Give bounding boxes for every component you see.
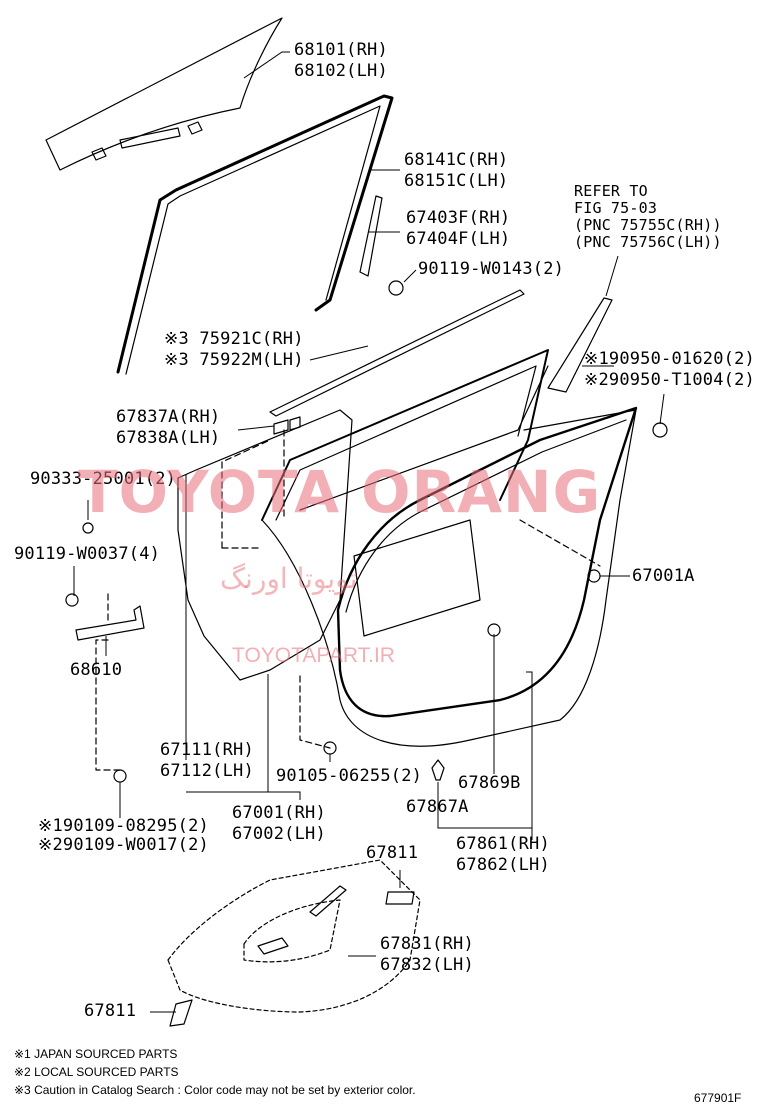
- refer-line-4: (PNC 75756C(LH)): [574, 233, 722, 251]
- clip-867-label: 67867A: [406, 797, 469, 817]
- door-rh-label: 67001(RH): [232, 803, 326, 823]
- frame-mold: [359, 195, 383, 277]
- seal-869-label: 67869B: [458, 773, 521, 793]
- tape-top-label: 67811: [366, 843, 419, 863]
- belt-mold-rh-label: ※3 75921C(RH): [164, 329, 304, 349]
- cushion-rh-label: 67837A(RH): [116, 407, 221, 427]
- belt-mold: [269, 289, 525, 417]
- hole-cover-rh-label: 67831(RH): [380, 934, 474, 954]
- check-label: 68610: [70, 660, 123, 680]
- plug-label: 90333-25001(2): [30, 469, 177, 489]
- rear-garnish: [547, 297, 613, 393]
- figure-number: 677901F: [694, 1091, 742, 1105]
- weatherstrip-label: 67001A: [632, 566, 695, 586]
- bolt-06255-label: 90105-06255(2): [276, 766, 423, 786]
- door-frame-upper: [261, 349, 549, 521]
- bolt-0037-label: 90119-W0037(4): [14, 544, 161, 564]
- refer-line-2: FIG 75-03: [574, 199, 658, 217]
- door-ws-rh-label: 67861(RH): [456, 834, 550, 854]
- clip-t1004-label: ※290950-T1004(2): [584, 370, 755, 390]
- glass-run: [116, 94, 394, 374]
- glass-bracket: [119, 127, 181, 149]
- bolt-w0017-label: ※290109-W0017(2): [38, 835, 209, 855]
- belt-mold-lh-label: ※3 75922M(LH): [164, 350, 304, 370]
- refer-line-3: (PNC 75755C(RH)): [574, 216, 722, 234]
- clip-01620-label: ※190950-01620(2): [584, 349, 755, 369]
- panel-rh-label: 67111(RH): [160, 740, 254, 760]
- run-rh-label: 68141C(RH): [404, 150, 509, 170]
- door-weatherstrip: [336, 406, 638, 718]
- run-lh-label: 68151C(LH): [404, 171, 509, 191]
- service-hole-cover: [167, 859, 421, 1013]
- bolt-08295-label: ※190109-08295(2): [38, 816, 209, 836]
- watermark-site: TOYOTAPART.IR: [232, 644, 395, 667]
- screw-0143-label: 90119-W0143(2): [418, 259, 565, 279]
- tape-lower: [169, 999, 193, 1027]
- note-1: ※1 JAPAN SOURCED PARTS: [14, 1047, 178, 1061]
- note-2: ※2 LOCAL SOURCED PARTS: [14, 1065, 179, 1079]
- door-inner: [261, 409, 637, 747]
- glass-lh-label: 68102(LH): [294, 61, 388, 81]
- hole-cover-lh-label: 67832(LH): [380, 955, 474, 975]
- refer-line-1: REFER TO: [574, 182, 648, 200]
- door-glass: [45, 17, 283, 171]
- door-ws-lh-label: 67862(LH): [456, 855, 550, 875]
- note-3: ※3 Caution in Catalog Search : Color cod…: [14, 1083, 416, 1097]
- frame-mold-lh-label: 67404F(LH): [406, 229, 511, 249]
- tape-bottom-label: 67811: [84, 1001, 137, 1021]
- door-check: [75, 605, 145, 641]
- watermark-persian: تویوتا اورنگ: [220, 562, 358, 595]
- watermark-main: TOYOTA ORANG: [78, 458, 602, 526]
- frame-mold-rh-label: 67403F(RH): [406, 208, 511, 228]
- cushion-lh-label: 67838A(LH): [116, 428, 221, 448]
- door-lh-label: 67002(LH): [232, 824, 326, 844]
- door-panel: [177, 409, 353, 681]
- tape-upper: [385, 891, 415, 905]
- panel-lh-label: 67112(LH): [160, 761, 254, 781]
- door-frame-lower: [299, 365, 549, 511]
- glass-rh-label: 68101(RH): [294, 40, 388, 60]
